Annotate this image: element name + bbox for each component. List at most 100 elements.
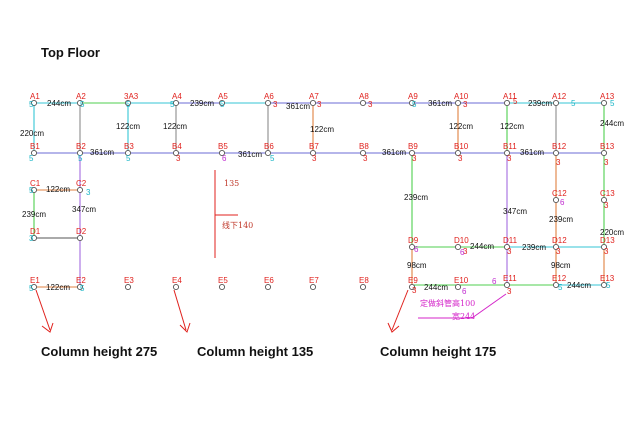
arrow-line	[173, 289, 187, 331]
column-number: 5	[126, 154, 131, 163]
node-label-b7: B7	[309, 142, 319, 151]
column-node-a10	[454, 99, 462, 107]
column-number: 5	[571, 99, 576, 108]
column-number: 3	[368, 100, 373, 109]
column-node-d11	[503, 243, 511, 251]
column-number: 5	[78, 154, 83, 163]
node-label-b6: B6	[264, 142, 274, 151]
node-label-d12: D12	[552, 236, 567, 245]
column-number: 5	[513, 97, 518, 106]
dimension-label: 347cm	[503, 207, 527, 216]
column-node-b7	[309, 149, 317, 157]
column-node-e5	[218, 283, 226, 291]
stair-marker	[214, 170, 238, 258]
node-label-a12: A12	[552, 92, 567, 101]
column-number: 3	[507, 287, 512, 296]
column-node-a11	[503, 99, 511, 107]
column-node-a12	[552, 99, 560, 107]
node-label-e5: E5	[218, 276, 228, 285]
column-node-e12	[552, 281, 560, 289]
column-number: 5	[29, 154, 34, 163]
column-number: 3	[29, 234, 34, 243]
column-node-b8	[359, 149, 367, 157]
node-label-a3: 3A3	[124, 92, 139, 101]
dimension-label: 239cm	[22, 210, 46, 219]
column-node-e6	[264, 283, 272, 291]
column-node-d1	[30, 234, 38, 242]
column-node-c12	[552, 196, 560, 204]
node-label-a2: A2	[76, 92, 86, 101]
dimension-label: 244cm	[567, 281, 591, 290]
column-number: 5	[412, 100, 417, 109]
column-number: 3	[363, 154, 368, 163]
column-node-e3	[124, 283, 132, 291]
column-number: 5	[80, 284, 85, 293]
column-node-e13	[600, 281, 608, 289]
column-node-a2	[76, 99, 84, 107]
node-label-b5: B5	[218, 142, 228, 151]
node-label-b3: B3	[124, 142, 134, 151]
node-label-d2: D2	[76, 227, 87, 236]
column-number: 3	[86, 188, 91, 197]
column-node-b4	[172, 149, 180, 157]
node-label-a9: A9	[408, 92, 418, 101]
column-node-e1	[30, 283, 38, 291]
dimension-label: 244cm	[47, 99, 71, 108]
column-number: 5	[126, 100, 131, 109]
node-label-b12: B12	[552, 142, 567, 151]
dimension-label: 239cm	[528, 99, 552, 108]
column-number: 3	[317, 100, 322, 109]
column-node-c13	[600, 196, 608, 204]
column-number: 3	[604, 247, 609, 256]
column-number: 3	[412, 286, 417, 295]
node-label-a5: A5	[218, 92, 228, 101]
dimension-label: 122cm	[46, 185, 70, 194]
caption-column-height-175: Column height 175	[380, 344, 496, 359]
node-label-e12: E12	[552, 274, 567, 283]
page-title: Top Floor	[41, 45, 100, 60]
column-node-d10	[454, 243, 462, 251]
column-node-b11	[503, 149, 511, 157]
column-number: 5	[170, 100, 175, 109]
column-node-a7	[309, 99, 317, 107]
beam-lines	[33, 102, 605, 288]
node-label-a1: A1	[30, 92, 40, 101]
column-number: 5	[610, 99, 615, 108]
node-label-a11: A11	[503, 92, 517, 101]
column-node-e7	[309, 283, 317, 291]
column-number: 3	[507, 154, 512, 163]
dimension-label: 361cm	[90, 148, 114, 157]
column-number: 3	[463, 247, 468, 256]
column-node-a9	[408, 99, 416, 107]
caption-column-height-135: Column height 135	[197, 344, 313, 359]
node-label-a10: A10	[454, 92, 469, 101]
column-node-a4	[172, 99, 180, 107]
column-node-e10	[454, 283, 462, 291]
dimension-label: 122cm	[163, 122, 187, 131]
dimension-label: 361cm	[286, 102, 310, 111]
column-number: 5	[29, 100, 34, 109]
column-number: 3	[312, 154, 317, 163]
node-label-a4: A4	[172, 92, 182, 101]
node-label-a8: A8	[359, 92, 369, 101]
dimension-label: 244cm	[424, 283, 448, 292]
column-number: 3	[273, 100, 278, 109]
column-number: 3	[556, 247, 561, 256]
column-node-a8	[359, 99, 367, 107]
dimension-label: 220cm	[600, 228, 624, 237]
node-label-e8: E8	[359, 276, 369, 285]
column-node-e8	[359, 283, 367, 291]
column-number: 5	[606, 281, 611, 290]
pipe-note-height: 定做斜管高100	[420, 298, 475, 308]
column-node-a5	[218, 99, 226, 107]
column-number: 6	[414, 245, 419, 254]
node-label-d13: D13	[600, 236, 615, 245]
column-node-e2	[76, 283, 84, 291]
column-number: 3	[176, 154, 181, 163]
node-label-c12: C12	[552, 189, 567, 198]
column-node-c1	[30, 186, 38, 194]
column-node-b5	[218, 149, 226, 157]
column-number: 3	[458, 154, 463, 163]
node-label-c2: C2	[76, 179, 87, 188]
